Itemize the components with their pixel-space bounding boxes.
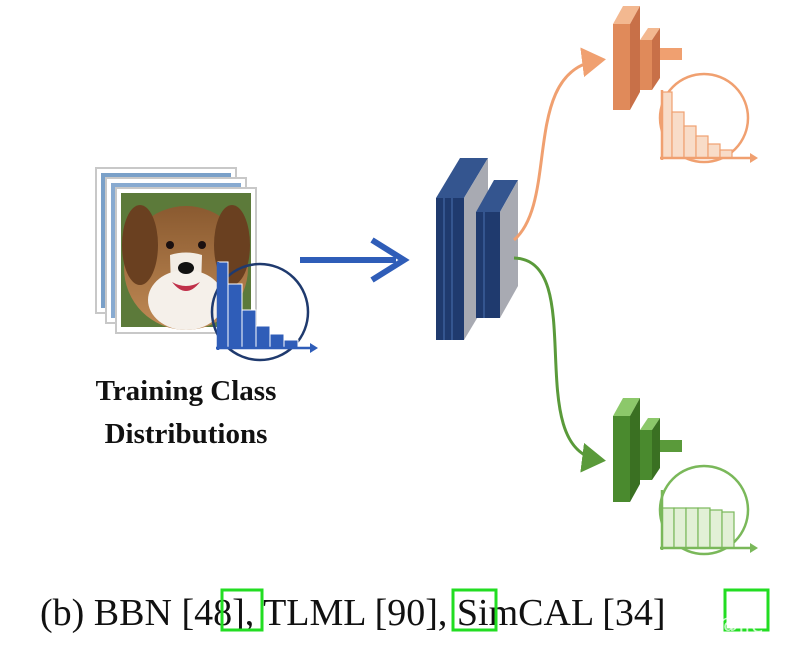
top-branch-arrow bbox=[513, 47, 606, 242]
input-distribution-histogram bbox=[210, 261, 318, 362]
ref-bbn: 48 bbox=[194, 592, 232, 634]
input-arrow bbox=[300, 237, 410, 283]
input-label-line1: Training Class bbox=[96, 375, 277, 407]
ref-bbn-link[interactable] bbox=[220, 588, 264, 632]
classifier-head-orange-icon bbox=[613, 6, 682, 110]
feature-extractor-blocks-icon bbox=[436, 158, 518, 340]
bottom-output-histogram bbox=[658, 464, 758, 556]
top-output-histogram bbox=[658, 72, 758, 164]
bottom-branch-arrow bbox=[513, 256, 606, 473]
ref-simcal-link[interactable] bbox=[723, 588, 770, 632]
input-label-line2: Distributions bbox=[105, 418, 268, 450]
ref-simcal: 34 bbox=[615, 592, 653, 634]
figure-caption: (b) BBN [48], TLML [90], SimCAL [34] bbox=[40, 592, 666, 634]
ref-tlml: 90 bbox=[387, 592, 425, 634]
ref-tlml-link[interactable] bbox=[451, 588, 498, 632]
watermark: 知乎 @Ife bbox=[672, 613, 764, 637]
classifier-head-green-icon bbox=[613, 398, 682, 502]
